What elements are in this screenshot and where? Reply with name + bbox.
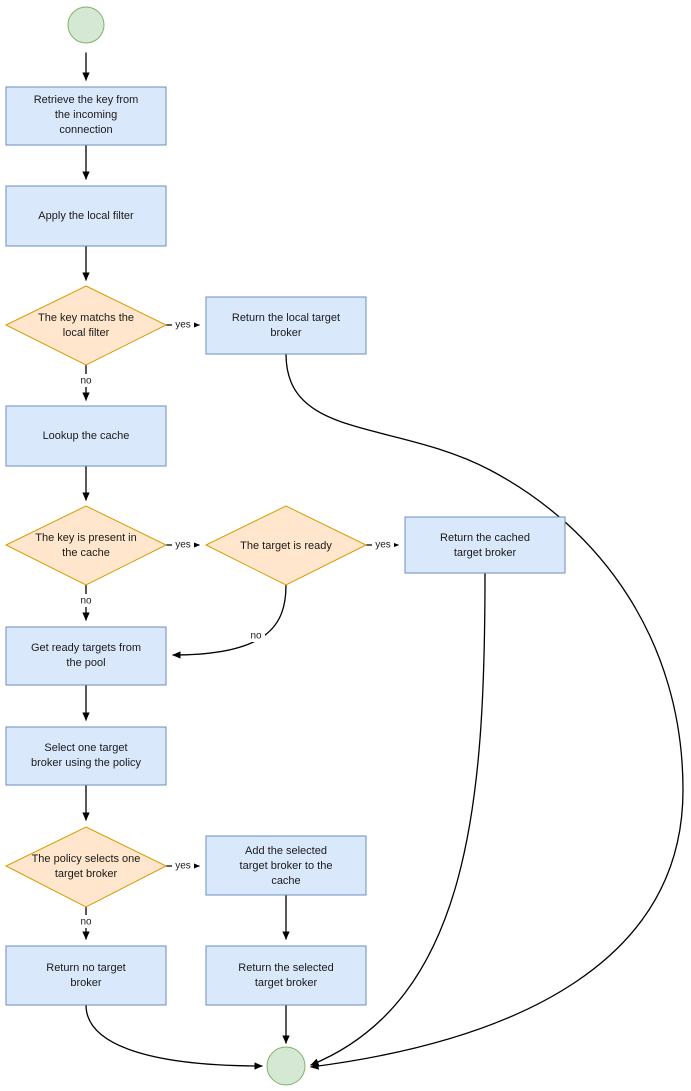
node-return-local-broker[interactable]: Return the local target broker [205, 296, 367, 355]
return-cached-broker-label-line1: Return the cached [440, 532, 530, 544]
edges-layer [82, 52, 684, 1070]
return-no-broker-box[interactable] [5, 945, 167, 1006]
policy-yes-label-bg [172, 859, 194, 872]
edge-label-cache-yes: yes [175, 540, 191, 551]
node-key-matches-filter[interactable]: The key matchs the local filter [4, 285, 168, 366]
edge-label-cache-no: no [80, 596, 92, 607]
edge-returnnone-to-end [85, 1004, 263, 1070]
node-select-target[interactable]: Select one target broker using the polic… [5, 726, 167, 786]
add-to-cache-label-line2: target broker to the [240, 860, 333, 872]
node-get-ready-targets[interactable]: Get ready targets from the pool [5, 626, 167, 686]
edge-label-filter-yes: yes [175, 320, 191, 331]
ready-yes-label-bg [372, 538, 394, 551]
filter-no-label-bg [76, 374, 94, 387]
edge-label-filter-no: no [80, 376, 92, 387]
return-cached-broker-label-line2: target broker [454, 547, 517, 559]
edge-labels-layer: yes no yes no yes no yes no [76, 318, 394, 928]
return-no-broker-label-line2: broker [70, 977, 102, 989]
retrieve-key-label-line3: connection [59, 124, 112, 136]
edge-label-policy-yes: yes [175, 861, 191, 872]
policy-selects-label-line1: The policy selects one [32, 853, 141, 865]
key-in-cache-label-line1: The key is present in [35, 532, 137, 544]
retrieve-key-label-line2: the incoming [55, 109, 117, 121]
node-return-selected-broker[interactable]: Return the selected target broker [205, 945, 367, 1006]
node-add-to-cache[interactable]: Add the selected target broker to the ca… [205, 835, 367, 896]
start-terminal-circle[interactable] [67, 6, 105, 44]
edge-returnlocal-to-end [285, 353, 684, 1070]
return-local-broker-label-line2: broker [270, 327, 302, 339]
edge-targetready-no-to-getready [172, 584, 287, 659]
end-terminal-circle[interactable] [266, 1046, 306, 1086]
return-local-broker-box[interactable] [205, 296, 367, 355]
policy-selects-diamond[interactable] [4, 826, 168, 908]
return-local-broker-label-line1: Return the local target [232, 312, 340, 324]
select-target-label-line2: broker using the policy [31, 757, 142, 769]
return-selected-broker-label-line2: target broker [255, 977, 318, 989]
apply-filter-label: Apply the local filter [38, 210, 134, 222]
get-ready-targets-label-line2: the pool [66, 657, 105, 669]
policy-selects-label-line2: target broker [55, 868, 118, 880]
edge-label-policy-no: no [80, 917, 92, 928]
node-apply-filter[interactable]: Apply the local filter [5, 185, 167, 247]
return-selected-broker-box[interactable] [205, 945, 367, 1006]
add-to-cache-box[interactable] [205, 835, 367, 896]
filter-yes-label-bg [172, 318, 194, 331]
target-ready-label: The target is ready [240, 540, 332, 552]
return-cached-broker-box[interactable] [404, 516, 566, 574]
return-selected-broker-label-line1: Return the selected [238, 962, 333, 974]
edge-label-ready-yes: yes [375, 540, 391, 551]
retrieve-key-box[interactable] [5, 86, 167, 146]
policy-no-label-bg [76, 915, 94, 928]
get-ready-targets-box[interactable] [5, 626, 167, 686]
key-matches-filter-label-line2: local filter [63, 327, 110, 339]
add-to-cache-label-line1: Add the selected [245, 845, 327, 857]
cache-yes-label-bg [172, 538, 194, 551]
edge-returncached-to-end [310, 572, 486, 1066]
select-target-label-line1: Select one target [44, 742, 127, 754]
start-node[interactable] [67, 6, 105, 44]
return-no-broker-label-line1: Return no target [46, 962, 126, 974]
ready-no-label-bg [247, 629, 265, 642]
cache-no-label-bg [76, 594, 94, 607]
node-retrieve-key[interactable]: Retrieve the key from the incoming conne… [5, 86, 167, 146]
node-target-ready[interactable]: The target is ready [204, 505, 368, 586]
node-policy-selects[interactable]: The policy selects one target broker [4, 826, 168, 908]
lookup-cache-label: Lookup the cache [43, 430, 130, 442]
add-to-cache-label-line3: cache [271, 875, 300, 887]
node-return-no-broker[interactable]: Return no target broker [5, 945, 167, 1006]
apply-filter-box[interactable] [5, 185, 167, 247]
key-in-cache-diamond[interactable] [4, 505, 168, 586]
select-target-box[interactable] [5, 726, 167, 786]
retrieve-key-label-line1: Retrieve the key from [34, 94, 139, 106]
edge-label-ready-no: no [250, 631, 262, 642]
node-return-cached-broker[interactable]: Return the cached target broker [404, 516, 566, 574]
target-ready-diamond[interactable] [204, 505, 368, 586]
key-matches-filter-diamond[interactable] [4, 285, 168, 366]
end-node[interactable] [266, 1046, 306, 1086]
key-in-cache-label-line2: the cache [62, 547, 110, 559]
key-matches-filter-label-line1: The key matchs the [38, 312, 134, 324]
node-lookup-cache[interactable]: Lookup the cache [5, 405, 167, 467]
lookup-cache-box[interactable] [5, 405, 167, 467]
get-ready-targets-label-line1: Get ready targets from [31, 642, 141, 654]
node-key-in-cache[interactable]: The key is present in the cache [4, 505, 168, 586]
